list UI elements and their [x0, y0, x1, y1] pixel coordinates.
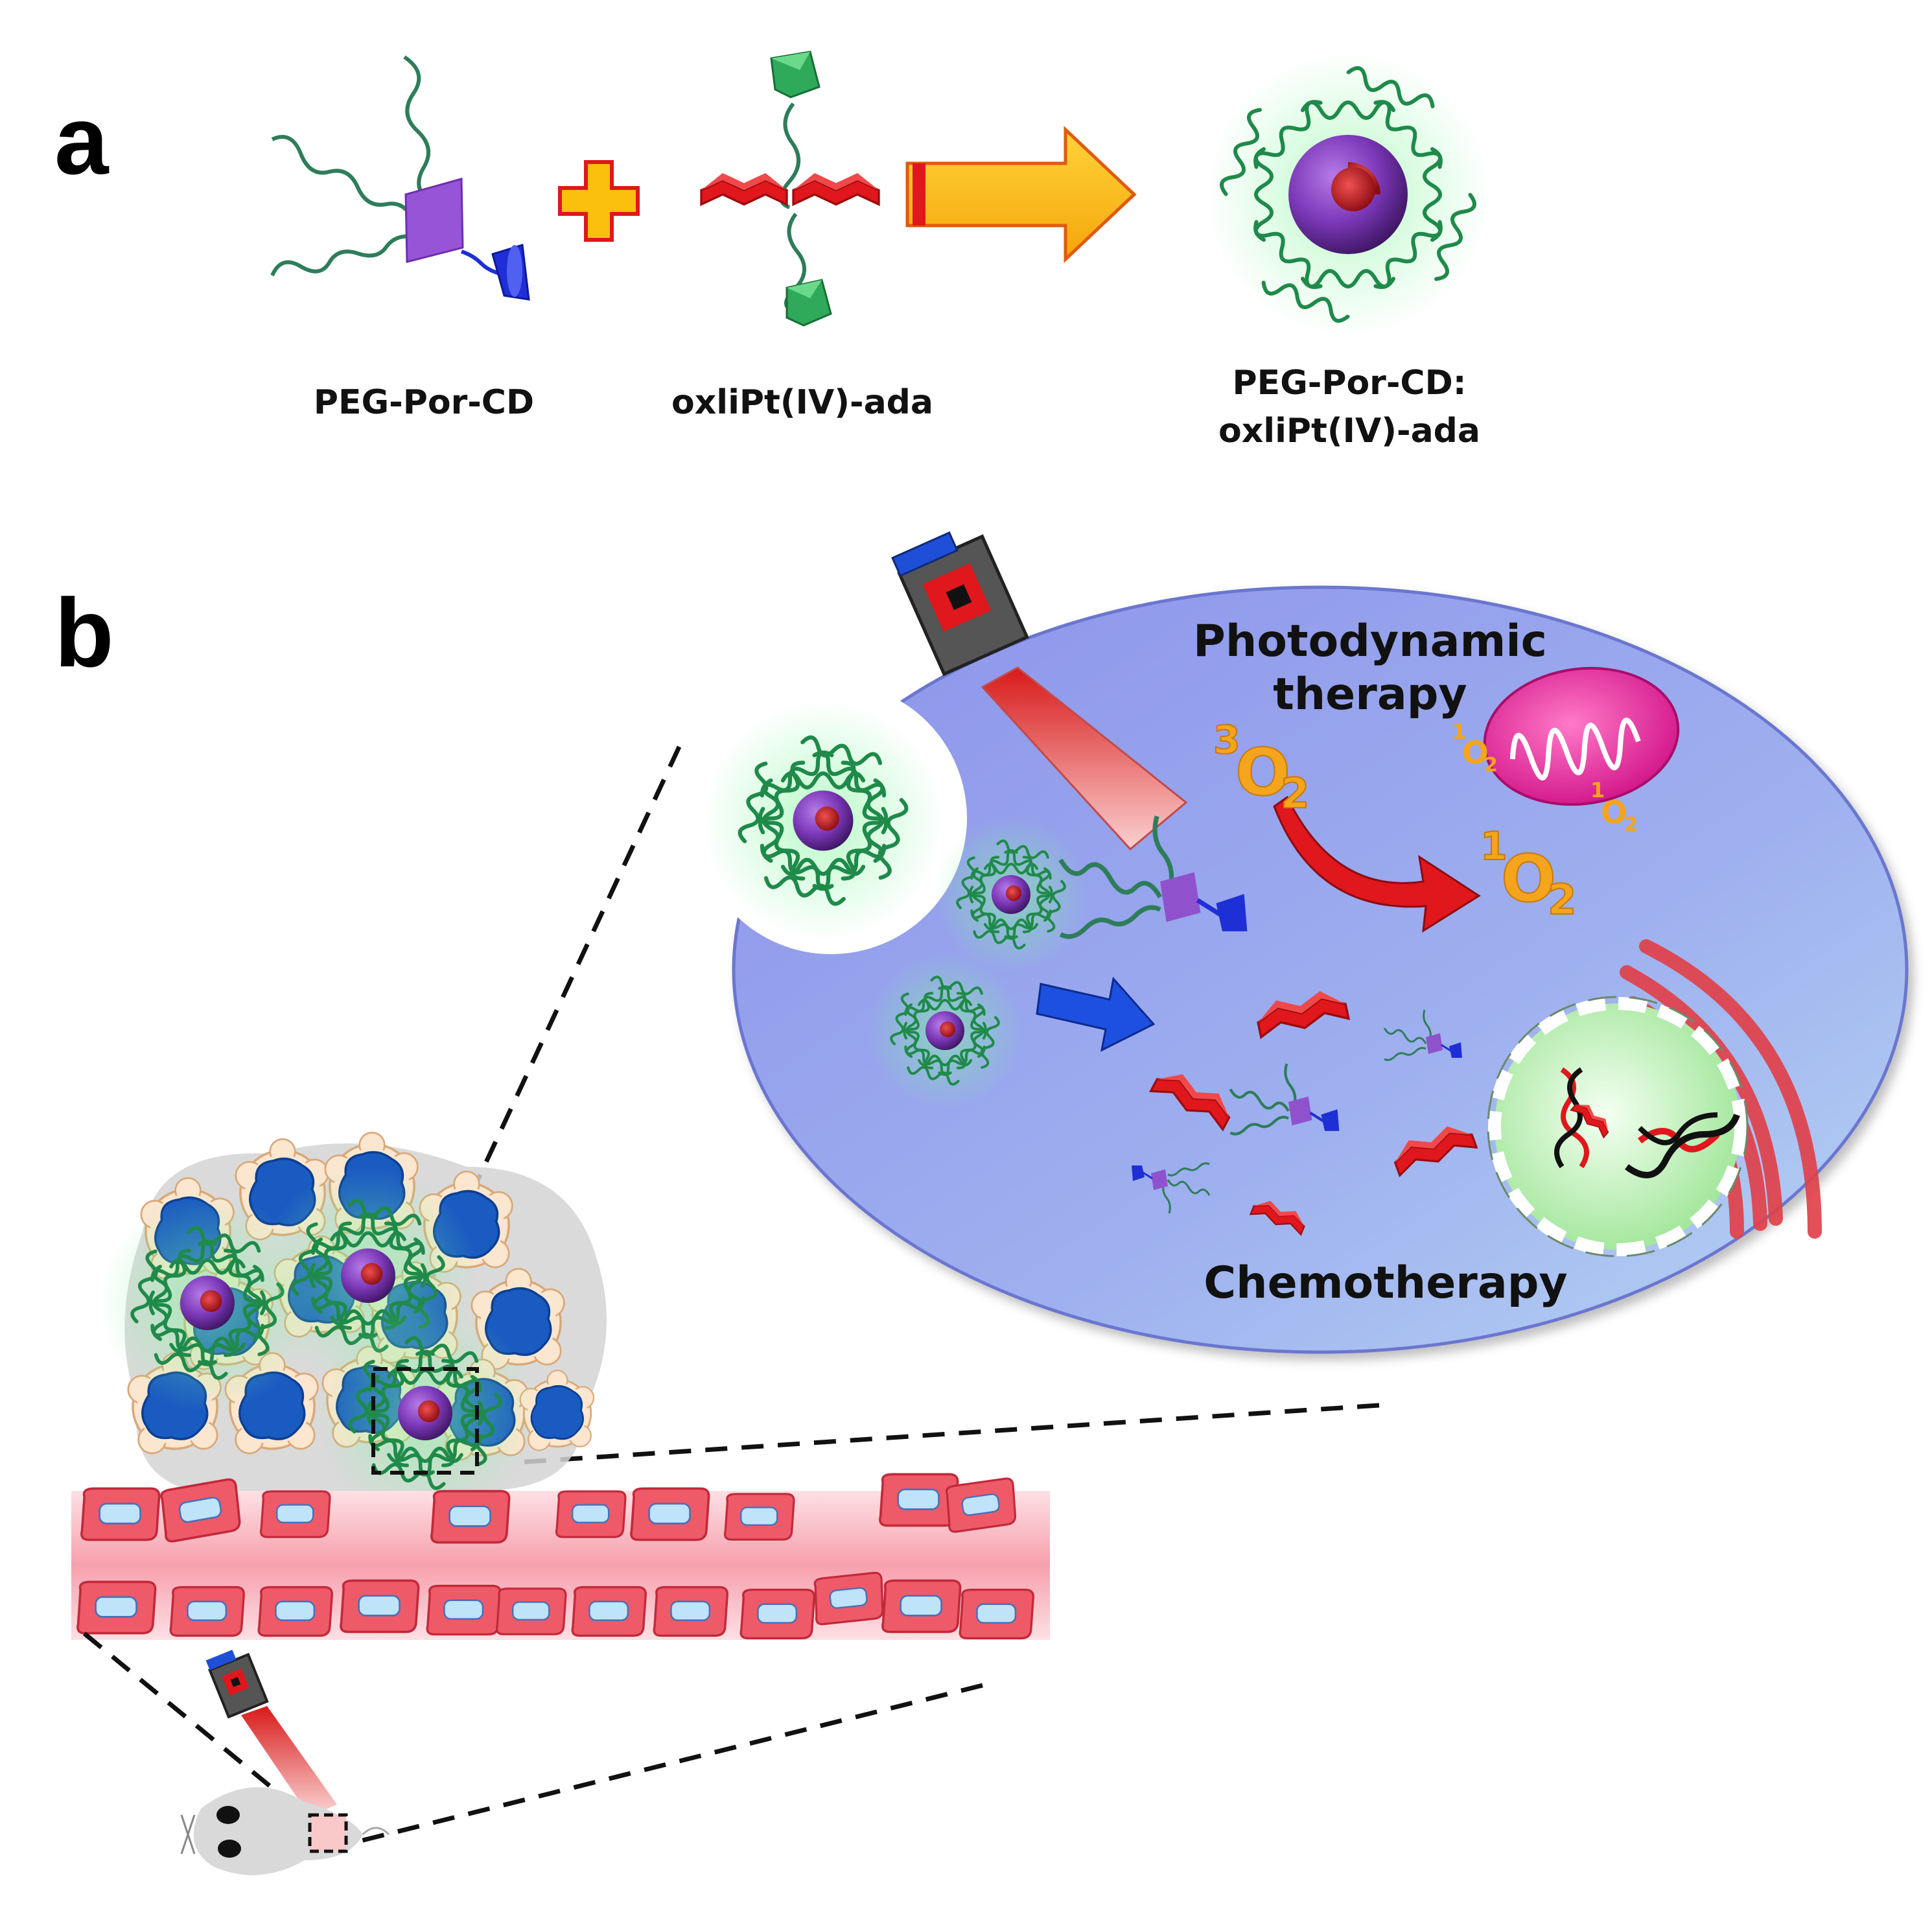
- label-complex-line1: PEG-Por-CD:: [1232, 364, 1466, 403]
- pdt-label-line1: Photodynamic: [1193, 616, 1547, 667]
- svg-text:1: 1: [1590, 778, 1605, 802]
- svg-text:O: O: [1601, 795, 1627, 831]
- singlet-oxygen-large: 1 O 2: [1480, 823, 1577, 925]
- triplet-oxygen: 3 O 2: [1213, 717, 1310, 819]
- svg-text:3: 3: [1213, 718, 1240, 763]
- zoom-lines-lower: [82, 1632, 983, 1843]
- cell-nucleus: [1487, 996, 1749, 1258]
- plus-sign: [558, 160, 640, 242]
- svg-text:O: O: [1235, 734, 1290, 810]
- release-arrow: [1036, 976, 1156, 1052]
- nanoparticle-cytoplasm-2: [867, 953, 1023, 1108]
- panel-b-letter: b: [54, 578, 114, 687]
- svg-text:2: 2: [1624, 813, 1638, 836]
- laser-device-large: [891, 531, 1188, 851]
- label-peg-por-cd: PEG-Por-CD: [314, 383, 534, 422]
- blood-vessel: [71, 1473, 1050, 1640]
- chemo-label: Chemotherapy: [1204, 1258, 1567, 1309]
- peg-por-cd-molecule: [270, 55, 530, 301]
- svg-text:2: 2: [1281, 770, 1310, 818]
- laser-device-small: [205, 1650, 337, 1816]
- nanoparticle-endocytosed: [703, 700, 944, 941]
- svg-text:O: O: [1462, 735, 1489, 771]
- tumor-tissue: [99, 1131, 607, 1522]
- nanoparticle-cytoplasm-1: [933, 817, 1089, 972]
- svg-text:1: 1: [1452, 720, 1466, 744]
- svg-text:2: 2: [1484, 754, 1498, 777]
- panel-a-letter: a: [54, 86, 110, 194]
- mouse-model: [180, 1787, 390, 1875]
- assembly-arrow: [905, 126, 1137, 263]
- label-complex-line2: oxliPt(IV)-ada: [1218, 412, 1480, 450]
- assembled-nanoparticle: [1205, 52, 1491, 337]
- oxygen-conversion-arrow: [1273, 795, 1481, 933]
- svg-text:1: 1: [1480, 824, 1507, 869]
- pdt-label-line2: therapy: [1273, 669, 1467, 720]
- svg-text:2: 2: [1548, 876, 1577, 924]
- oxlipt-ada-molecule: [700, 51, 880, 327]
- label-oxlipt-ada: oxliPt(IV)-ada: [671, 383, 933, 422]
- singlet-oxygen-small-2: 1 O 2: [1590, 778, 1638, 836]
- zoom-lines-upper: [385, 745, 1380, 1465]
- svg-text:O: O: [1501, 841, 1556, 917]
- tumor-zoom-box: [371, 1367, 479, 1475]
- singlet-oxygen-small-1: 1 O 2: [1452, 720, 1498, 777]
